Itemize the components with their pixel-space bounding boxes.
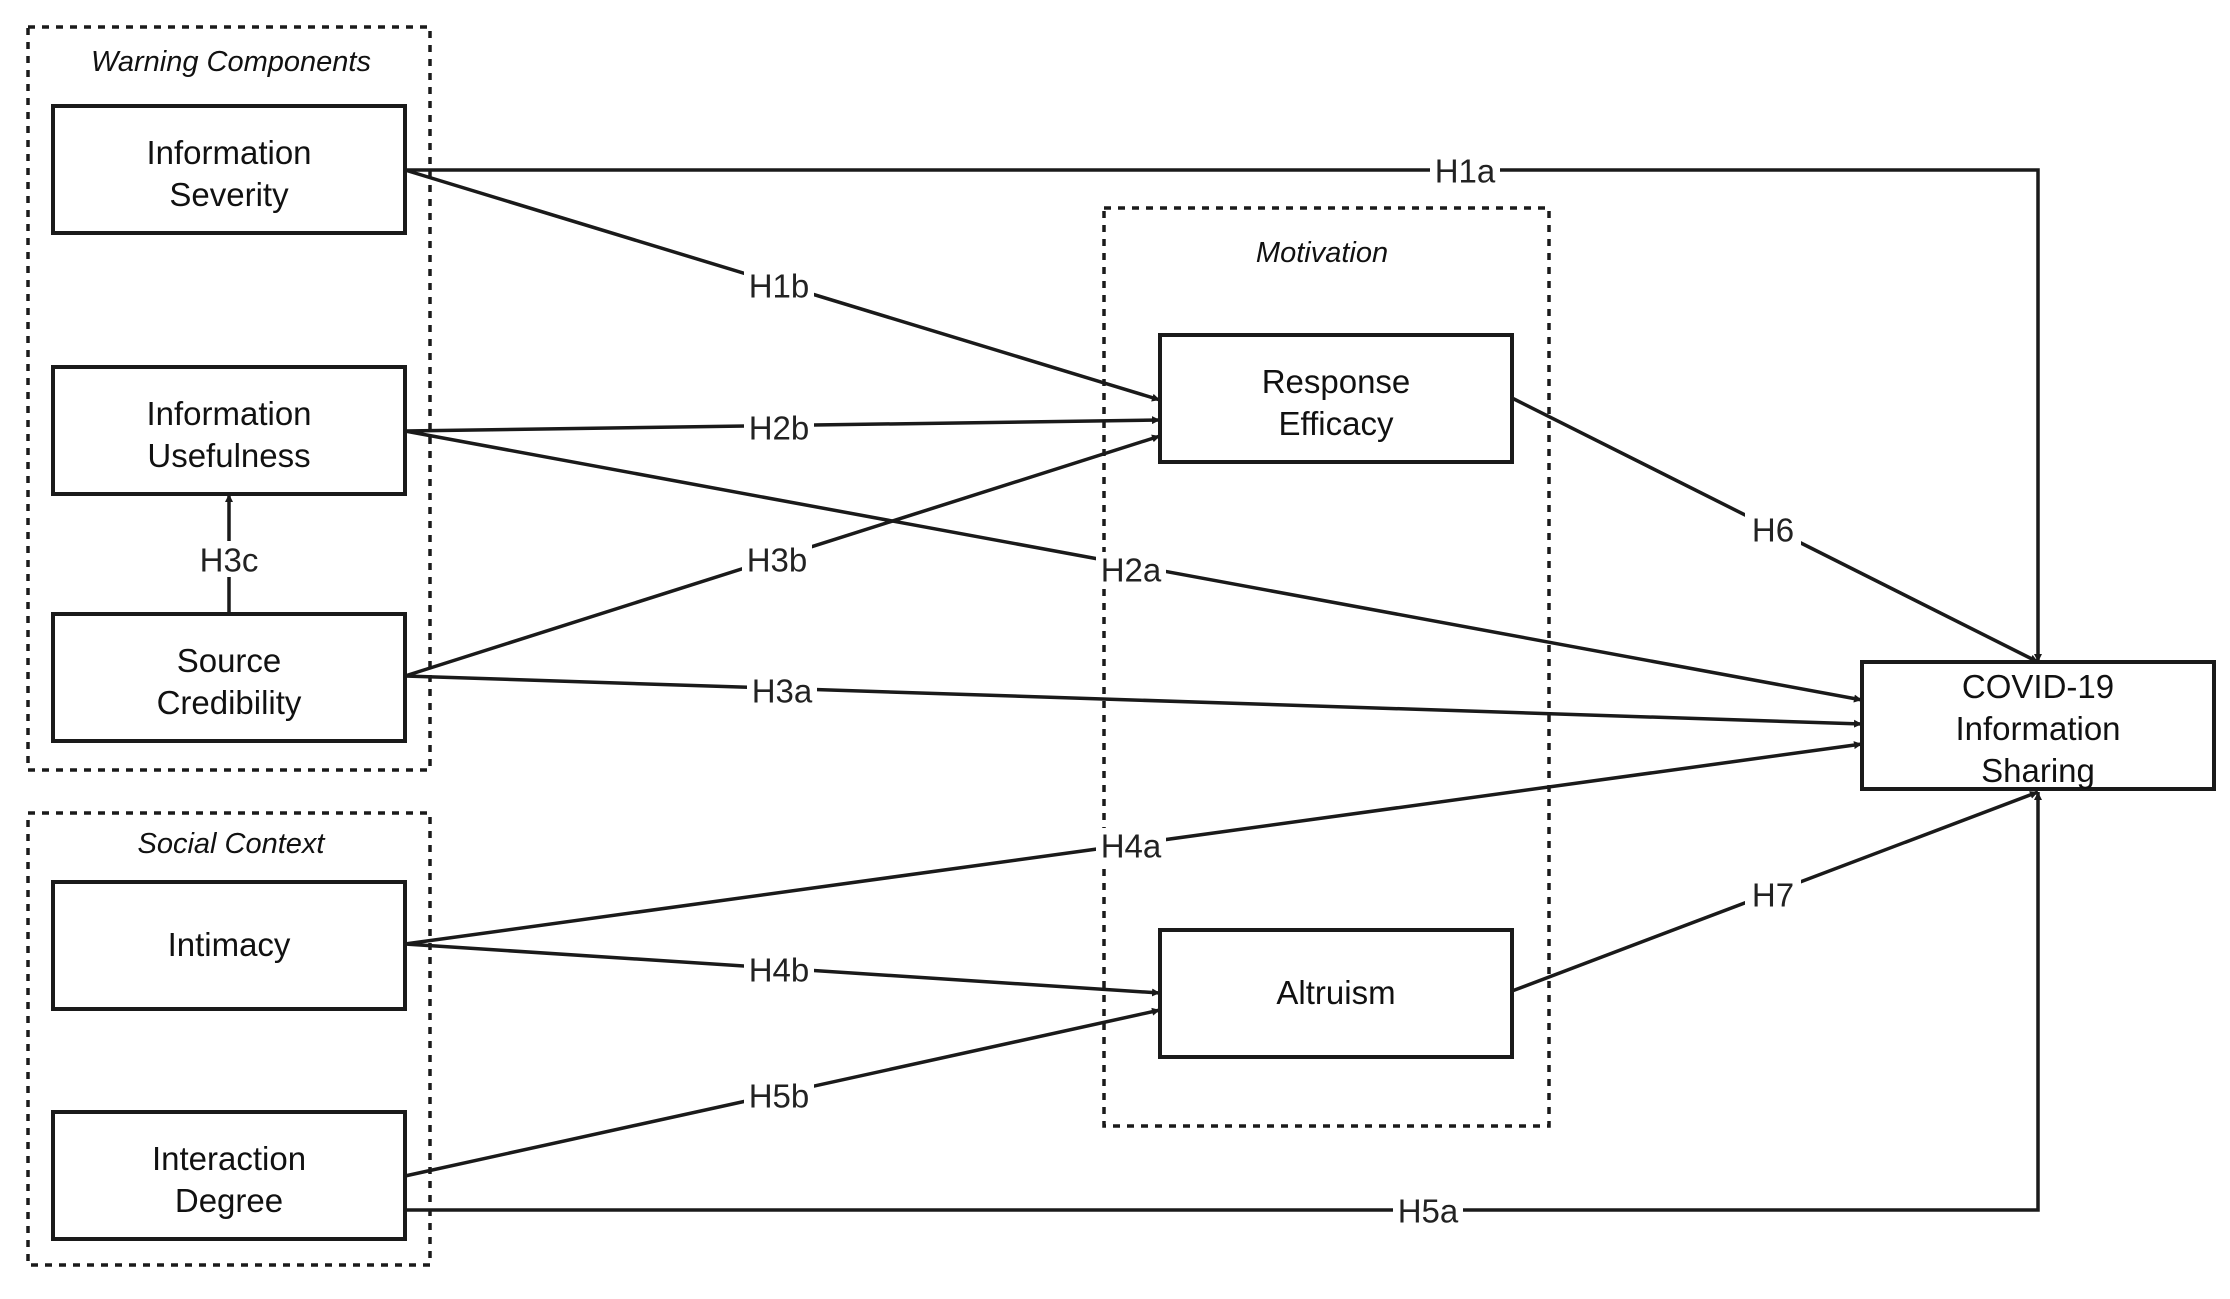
node-label-line: Altruism: [1276, 974, 1395, 1011]
node-label-line: Source: [177, 642, 282, 679]
node-label-line: Response: [1262, 363, 1411, 400]
edge-label-h6: H6: [1752, 512, 1794, 549]
node-interaction-degree: Interaction Degree: [51, 1110, 407, 1241]
node-label-line: Credibility: [157, 684, 302, 721]
node-label-line: Efficacy: [1279, 405, 1394, 442]
node-label-line: COVID-19: [1962, 668, 2114, 705]
edge-label-h2a: H2a: [1101, 552, 1162, 589]
edge-h3a: H3a: [404, 673, 1863, 728]
edge-label-h4a: H4a: [1101, 828, 1162, 865]
node-label-line: Information: [146, 395, 311, 432]
node-information-usefulness: Information Usefulness: [51, 365, 407, 496]
edge-h4b: H4b: [404, 942, 1161, 997]
edge-h3b: H3b: [404, 434, 1161, 678]
edge-h2a: H2a: [404, 429, 1863, 703]
edge-h1b: H1b: [404, 168, 1161, 402]
edge-label-h5a: H5a: [1398, 1193, 1459, 1230]
edge-label-h7: H7: [1752, 877, 1794, 914]
group-label-warning-components: Warning Components: [91, 46, 371, 78]
edge-label-h4b: H4b: [749, 952, 810, 989]
edge-label-h3c: H3c: [200, 542, 259, 579]
node-label-line: Interaction: [152, 1140, 306, 1177]
node-covid-information-sharing: COVID-19 Information Sharing: [1860, 660, 2216, 791]
edge-label-h5b: H5b: [749, 1078, 810, 1115]
group-warning-components: Warning Components: [26, 25, 432, 772]
edge-label-h3b: H3b: [747, 542, 808, 579]
node-label-line: Information: [1955, 710, 2120, 747]
node-response-efficacy: Response Efficacy: [1158, 333, 1514, 464]
edge-h2b: H2b: [404, 410, 1161, 447]
node-altruism: Altruism: [1158, 928, 1514, 1059]
edge-label-h1a: H1a: [1435, 153, 1496, 190]
edge-h5b: H5b: [404, 1007, 1161, 1178]
edge-label-h3a: H3a: [752, 673, 813, 710]
node-label-line: Intimacy: [168, 926, 291, 963]
node-information-severity: Information Severity: [51, 104, 407, 235]
node-label-line: Severity: [169, 176, 289, 213]
node-source-credibility: Source Credibility: [51, 612, 407, 743]
group-social-context: Social Context: [26, 811, 432, 1267]
edge-h1a: H1a: [405, 152, 2042, 662]
node-label-line: Sharing: [1981, 752, 2095, 789]
node-label-line: Degree: [175, 1182, 283, 1219]
node-label-line: Usefulness: [147, 437, 310, 474]
edge-h6: H6: [1511, 396, 2039, 664]
group-label-motivation: Motivation: [1256, 237, 1388, 269]
node-intimacy: Intimacy: [51, 880, 407, 1011]
group-label-social-context: Social Context: [138, 828, 327, 860]
edge-h7: H7: [1511, 790, 2039, 993]
edge-label-h2b: H2b: [749, 410, 810, 447]
edge-label-h1b: H1b: [749, 268, 810, 305]
edges-layer: H1a H1b H2b H2a H3c H3b: [194, 152, 2042, 1230]
group-motivation: Motivation: [1102, 206, 1551, 1128]
edge-h3c: H3c: [194, 494, 264, 614]
edge-h5a: H5a: [405, 792, 2042, 1230]
edge-h4a: H4a: [404, 741, 1863, 946]
node-label-line: Information: [146, 134, 311, 171]
